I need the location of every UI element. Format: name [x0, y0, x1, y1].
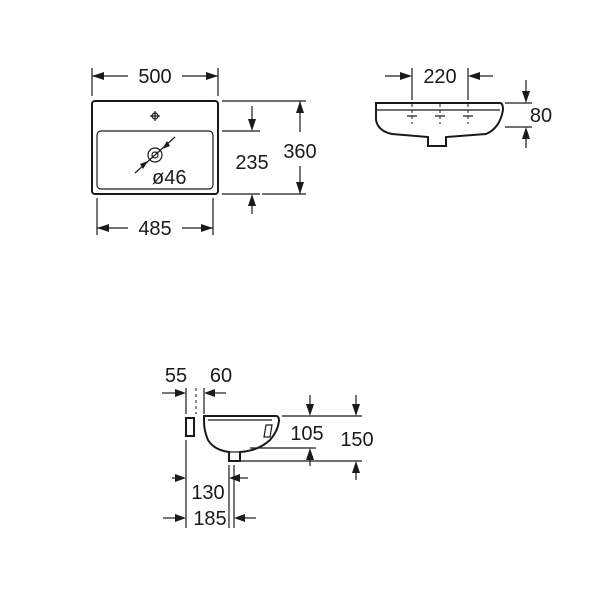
dim-overall-width: 500: [138, 66, 171, 88]
dim-total-height: 150: [340, 429, 373, 451]
drain-outer: [147, 147, 163, 163]
dim-bowl-height: 105: [290, 423, 323, 445]
dim-drain-offset: 130: [191, 482, 224, 504]
front-basin-body: [375, 102, 505, 147]
side-basin-body: [203, 415, 281, 462]
dim-drain-diameter: ø46: [152, 167, 186, 189]
dim-total-offset: 185: [193, 508, 226, 530]
top-view: 500 485 ø46 235 360: [91, 66, 317, 240]
dim-overall-depth: 360: [283, 141, 316, 163]
drain-leader: [134, 136, 176, 174]
side-overflow: [263, 424, 273, 438]
dim-tap-spacing: 220: [423, 66, 456, 88]
side-view: 55 60 105 150 130 185: [162, 365, 374, 530]
drain-inner: [151, 151, 159, 159]
dim-bowl-depth: 235: [235, 152, 268, 174]
dim-offset-a: 55: [165, 365, 187, 387]
basin-inner-bowl: [96, 130, 214, 190]
basin-outer-outline: [91, 100, 219, 195]
dim-height: 80: [530, 105, 552, 127]
front-view: 220 80: [375, 66, 552, 148]
dim-offset-b: 60: [210, 365, 232, 387]
side-back-lip: [185, 417, 195, 437]
dim-bowl-width: 485: [138, 218, 171, 240]
